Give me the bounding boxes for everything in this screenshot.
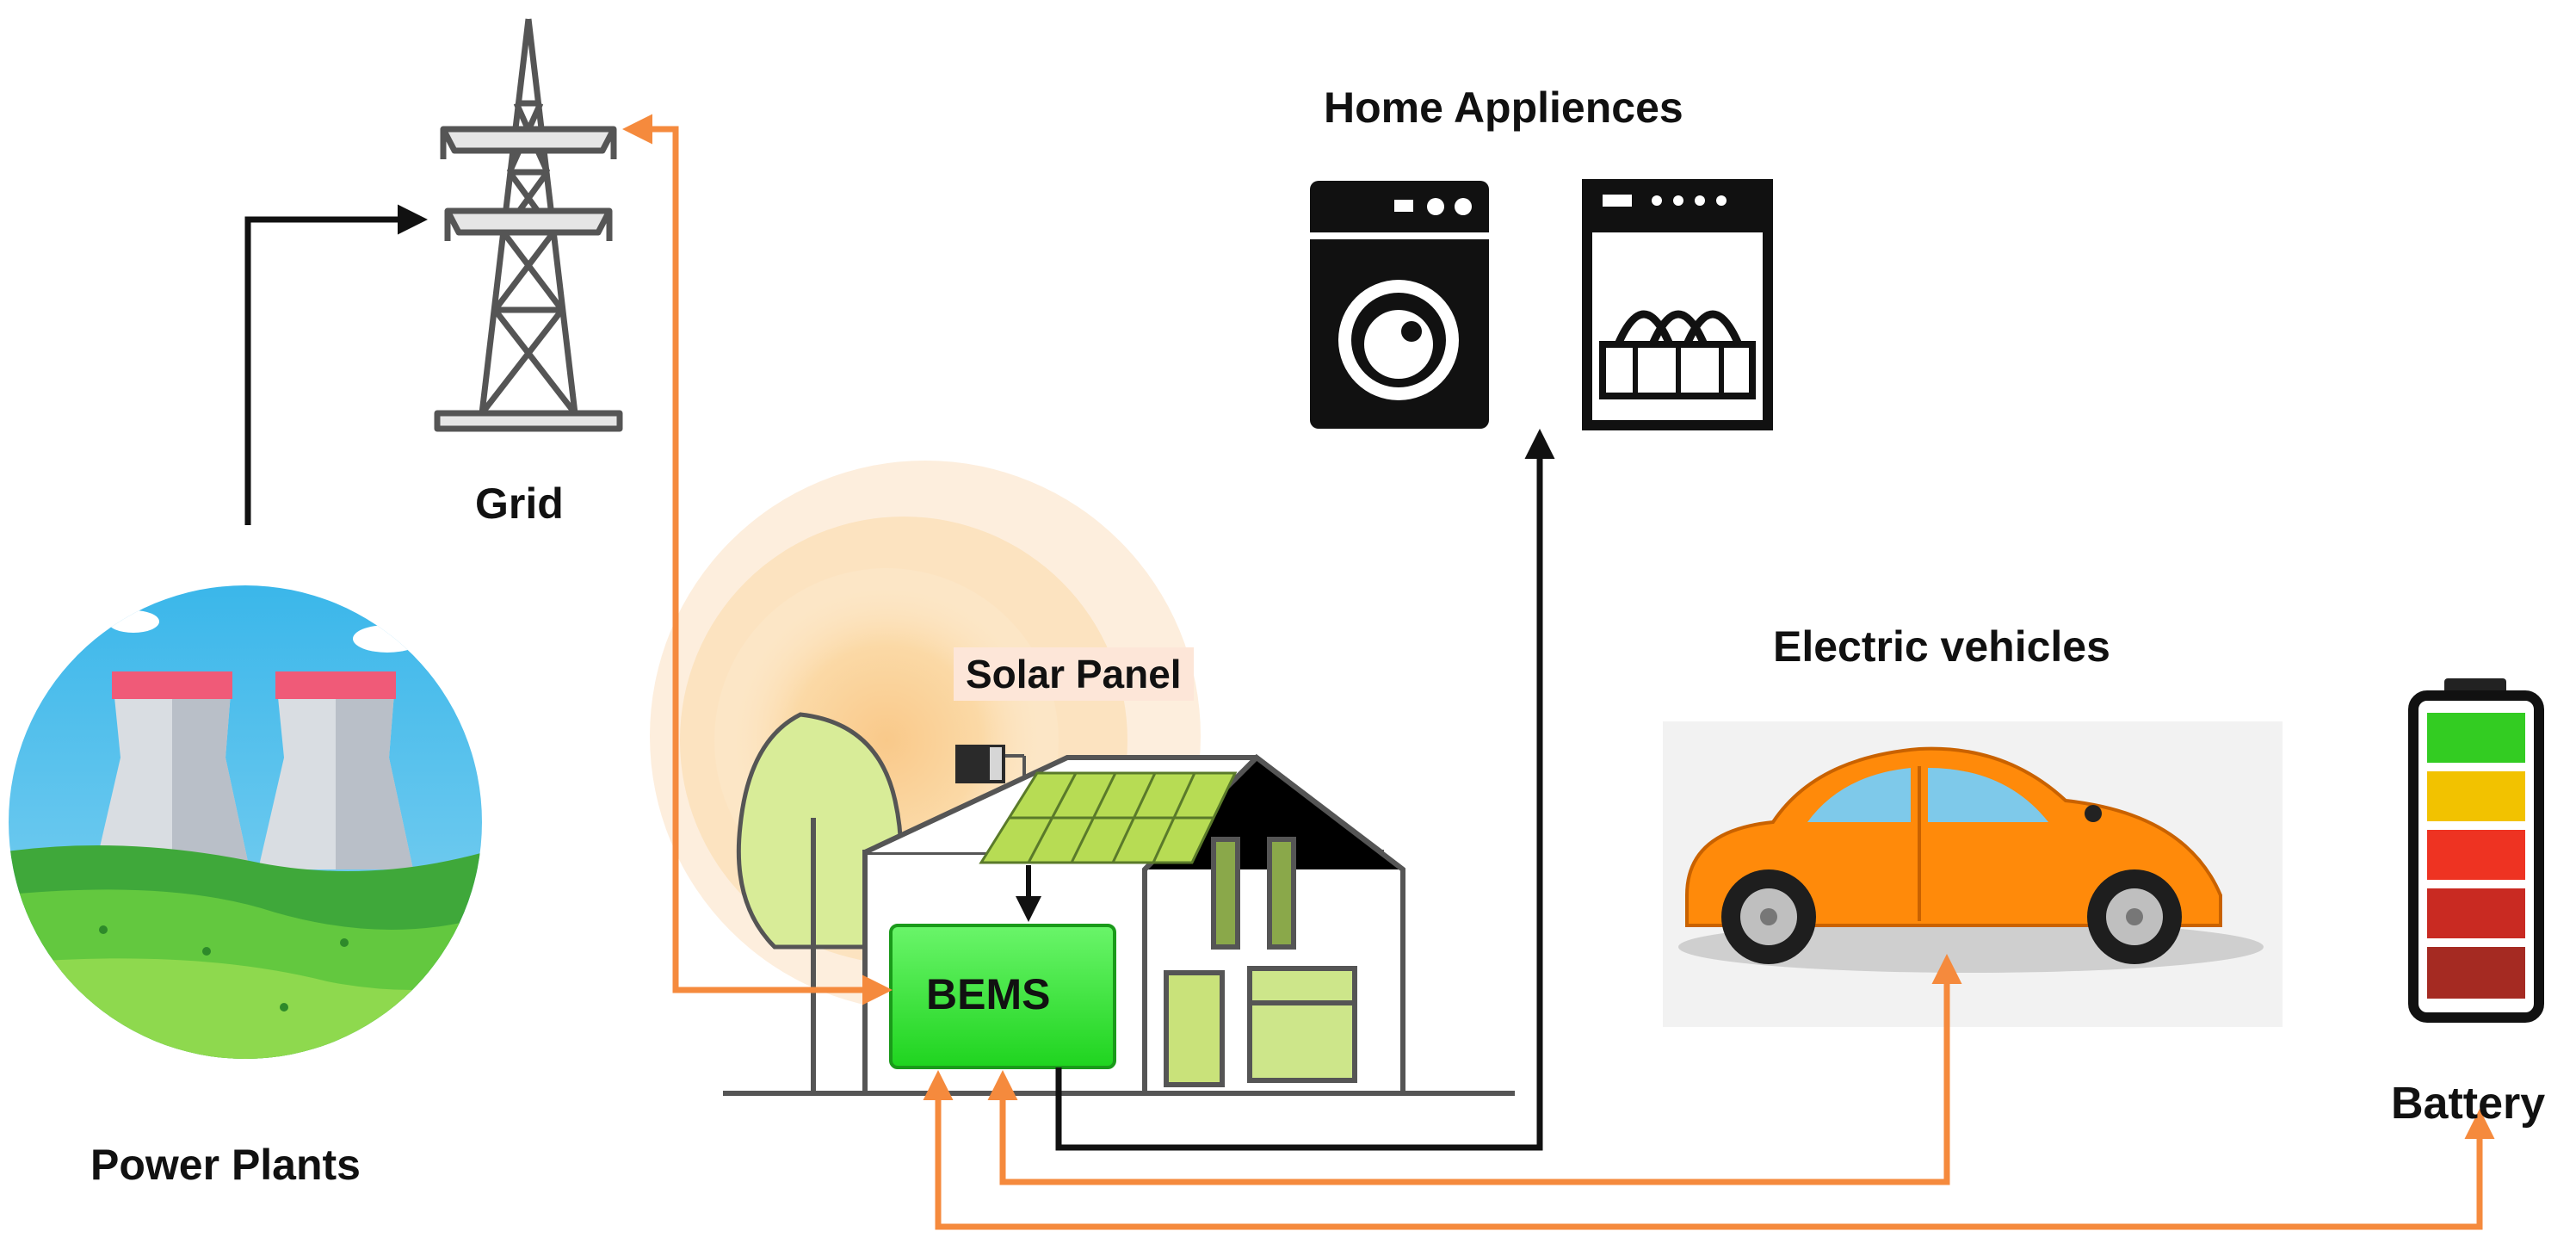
grid-bems-arrow (622, 114, 893, 1005)
transmission-tower-icon (434, 18, 623, 432)
solar-panel-label: Solar Panel (954, 647, 1194, 701)
bems-label: BEMS (926, 970, 1051, 1018)
washing-machine-icon (1310, 181, 1489, 429)
battery-icon (2408, 678, 2544, 1023)
battery-label: Battery (2391, 1079, 2546, 1129)
power-plant-icon (9, 585, 482, 1059)
solar-panel-icon (979, 771, 1238, 864)
grid-label: Grid (475, 480, 564, 528)
home-appliances-label: Home Appliences (1324, 84, 1683, 132)
electric-car-icon (1663, 721, 2283, 1027)
inverter-icon (955, 745, 1026, 783)
power-plants-label: Power Plants (90, 1141, 361, 1189)
plant-to-grid-arrow (244, 204, 428, 525)
electric-vehicles-label: Electric vehicles (1773, 622, 2110, 671)
dishwasher-icon (1582, 179, 1773, 430)
bems-battery-arrow (923, 1070, 2495, 1230)
